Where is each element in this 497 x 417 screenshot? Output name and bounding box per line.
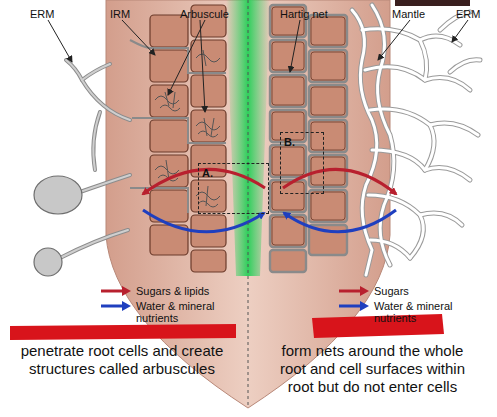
part-label: ERM (456, 8, 480, 20)
legend-text: Water & mineral nutrients (374, 300, 469, 324)
caption-text: penetrate root cells and create structur… (2, 342, 242, 378)
legend-text: Water & mineral nutrients (136, 300, 231, 324)
part-label: Arbuscule (180, 8, 229, 20)
legend-text: Sugars & lipids (136, 285, 231, 297)
dashed-region-box: A. (198, 163, 269, 214)
legend-arrow (338, 300, 370, 312)
part-label: ERM (30, 8, 54, 20)
legend-item: Sugars (338, 285, 469, 297)
legend-item: Water & mineral nutrients (100, 300, 231, 324)
legend-arrow (100, 285, 132, 297)
legend-item: Water & mineral nutrients (338, 300, 469, 324)
box-letter: A. (202, 167, 213, 179)
legend-item: Sugars & lipids (100, 285, 231, 297)
caption-text: form nets around the whole root and cell… (270, 342, 475, 396)
box-letter: B. (284, 136, 295, 148)
dashed-region-box: B. (280, 132, 324, 194)
legend-text: Sugars (374, 285, 469, 297)
part-label: Mantle (392, 8, 425, 20)
legend-arrow (338, 285, 370, 297)
part-label: IRM (110, 8, 130, 20)
legend-arrow (100, 300, 132, 312)
part-label: Hartig net (280, 8, 328, 20)
